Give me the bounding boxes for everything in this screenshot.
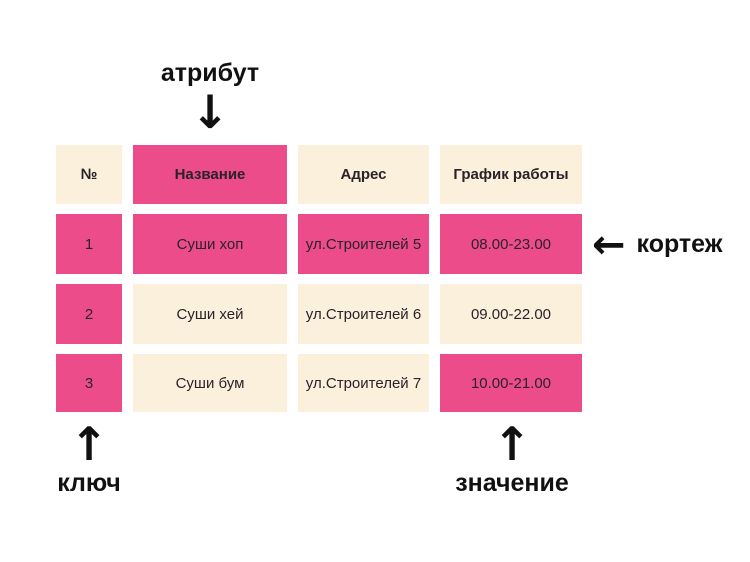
header-cell-schedule: График работы [440, 145, 582, 204]
header-cell-address: Адрес [298, 145, 429, 204]
table-cell-row3-address: ул.Строителей 7 [298, 354, 429, 412]
table-cell-row3-number: 3 [56, 354, 122, 412]
header-cell-number: № [56, 145, 122, 204]
table-cell-row1-address: ул.Строителей 5 [298, 214, 429, 274]
arrow-left-icon: ← [592, 222, 626, 268]
value-label: значение [455, 469, 569, 497]
key-annotation: ↑ ключ [56, 421, 122, 498]
arrow-up-icon: ↑ [492, 417, 532, 471]
table-cell-row3-schedule: 10.00-21.00 [440, 354, 582, 412]
key-label: ключ [57, 469, 121, 497]
table-cell-row2-schedule: 09.00-22.00 [440, 284, 582, 344]
tuple-label: кортеж [636, 230, 723, 259]
arrow-down-icon: ↓ [190, 84, 230, 139]
table-cell-row1-number: 1 [56, 214, 122, 274]
table-cell-row2-name: Суши хей [133, 284, 287, 344]
table-cell-row2-address: ул.Строителей 6 [298, 284, 429, 344]
table-cell-row1-schedule: 08.00-23.00 [440, 214, 582, 274]
table-cell-row2-number: 2 [56, 284, 122, 344]
header-cell-name: Название [133, 145, 287, 204]
value-annotation: ↑ значение [441, 421, 583, 498]
table-cell-row1-name: Суши хоп [133, 214, 287, 274]
attribute-label: атрибут [160, 59, 260, 87]
attribute-annotation: атрибут ↓ [133, 59, 287, 139]
tuple-annotation: ← кортеж [592, 215, 722, 275]
relation-table: № Название Адрес График работы 1 Суши хо… [56, 145, 582, 412]
arrow-up-icon: ↑ [69, 417, 109, 471]
table-cell-row3-name: Суши бум [133, 354, 287, 412]
